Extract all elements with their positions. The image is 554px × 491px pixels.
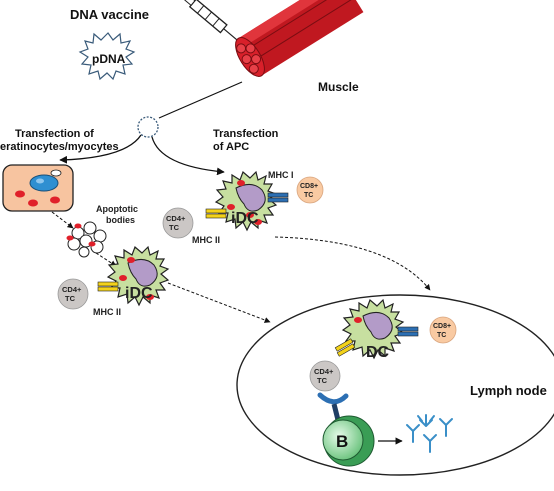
bottom-cd4-tcell [57,278,89,310]
b-cell-receptor [317,392,349,421]
syringe-icon [184,0,238,41]
dashed-arrow-top-to-lymph [274,236,431,291]
bottom-mhc2-receptor [97,281,119,292]
transfection-apc-label-line1: Transfection [213,128,279,140]
apoptotic-bodies-icon [66,221,107,258]
muscle-label: Muscle [318,80,359,94]
top-mhc1-receptor [267,192,289,203]
dashed-arrow-apoptosis [51,211,74,229]
antibodies-icon [406,414,453,453]
top-mhc2-label: MHC II [192,235,220,245]
bottom-cd4-label-line1: CD4+ [62,285,82,294]
muscle-bundle-icon [235,0,364,77]
top-cd8-label-line1: CD8+ [300,183,318,190]
lymph-cd4-tcell [309,360,341,392]
small-pdna-icon [137,116,159,138]
top-cd4-label-line1: CD4+ [166,214,186,223]
bottom-cd4-label-line2: TC [65,294,76,303]
b-cell-icon [322,415,375,467]
apoptotic-bodies-label-line1: Apoptotic [96,204,138,214]
lymph-cd8-label-line2: TC [437,332,446,339]
top-cd4-label-line2: TC [169,223,180,232]
arrow-to-apc [151,136,225,176]
lymph-cd4-label-line1: CD4+ [314,367,334,376]
top-cd8-tcell [296,176,324,204]
top-mhc2-receptor [205,208,227,219]
keratinocyte-cell-icon [2,164,74,212]
lymph-cd4-label-line2: TC [317,376,328,385]
dna-vaccine-title: DNA vaccine [70,7,149,22]
top-cd8-label-line2: TC [304,192,313,199]
dashed-arrow-to-idc [95,252,117,267]
dc-mhc1-receptor [397,326,419,337]
dc-mhc2-receptor [334,338,356,357]
pdna-starburst-icon [78,32,136,81]
lymph-cd8-label-line1: CD8+ [433,323,451,330]
connector-line [158,81,243,119]
lymph-node-label: Lymph node [470,383,547,398]
lymph-node-outline [236,294,554,476]
b-cell-label: B [336,432,348,451]
bottom-idc-cell-icon [106,245,170,307]
apoptotic-bodies-label-line2: bodies [106,215,135,225]
transfection-apc-label-line2: of APC [213,141,249,153]
top-idc-cell-icon [214,170,278,232]
transfection-keratinocytes-label-line2: eratinocytes/myocytes [0,141,119,153]
pdna-label: pDNA [92,52,126,66]
transfection-keratinocytes-label-line1: Transfection of [15,128,94,140]
bottom-idc-label: iDC [125,285,153,302]
top-idc-label: iDC [231,210,259,227]
lymph-cd8-tcell [429,316,457,344]
arrow-to-keratinocyte [59,134,142,164]
dc-label: DC [366,344,390,361]
top-mhc1-label: MHC I [268,170,294,180]
dashed-arrow-bottom-to-lymph [167,282,271,323]
mature-dc-cell-icon [341,298,405,360]
top-cd4-tcell [162,207,194,239]
bottom-mhc2-label: MHC II [93,307,121,317]
